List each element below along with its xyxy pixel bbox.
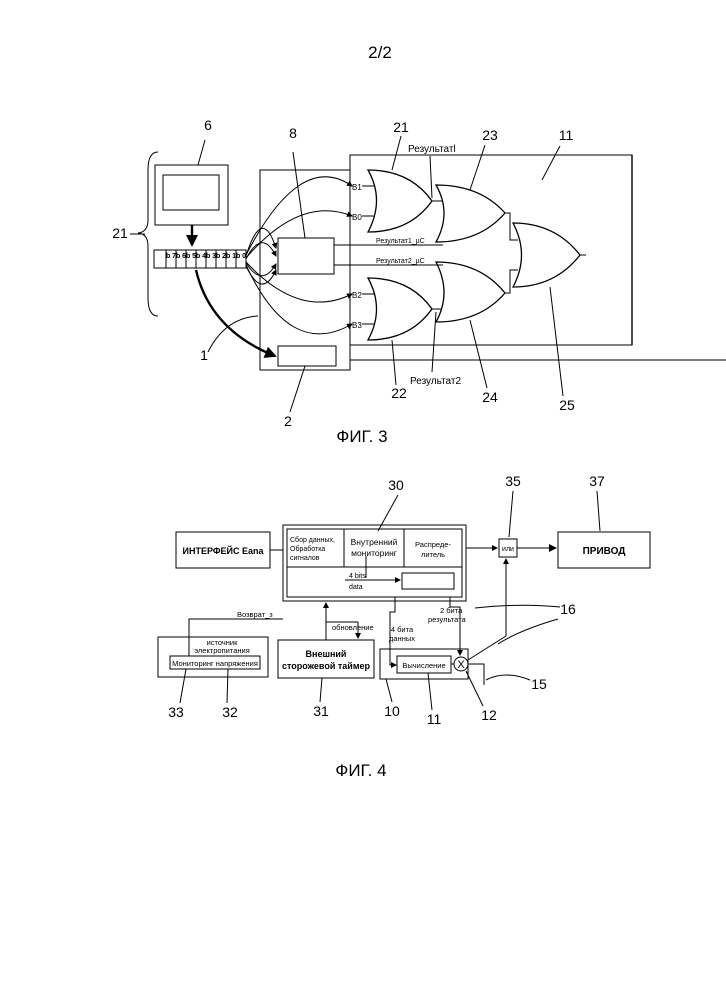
input-label-b1: B1 (352, 183, 362, 192)
data-collection-line: Сбор данных, (290, 536, 335, 544)
register-bit: b 2 (216, 253, 226, 260)
ref-37: 37 (589, 473, 605, 489)
gate-25 (513, 223, 580, 287)
return-label: Возврат_з (237, 610, 273, 619)
ref-25: 25 (559, 397, 575, 413)
data-collection-line: сигналов (290, 555, 320, 562)
ref-10: 10 (384, 703, 400, 719)
register-bit: b 6 (176, 253, 186, 260)
bits2-result-label: результата (428, 615, 467, 624)
internal-monitoring-label: Внутренний (351, 537, 398, 547)
bits2-result-label: 2 бита (440, 606, 463, 615)
watchdog-label: сторожевой таймер (282, 661, 370, 671)
ref-30: 30 (388, 477, 404, 493)
ref-31: 31 (313, 703, 329, 719)
register-bit: b 4 (196, 253, 206, 260)
drive-label: ПРИВОД (583, 546, 626, 557)
page-number: 2/2 (368, 43, 392, 62)
distributor-label: Распреде- (415, 540, 451, 549)
ref-24: 24 (482, 389, 498, 405)
voltage-monitoring-label: Мониторинг напряжения (172, 659, 258, 668)
register-bit: b 1 (226, 253, 236, 260)
update-label: обновление (332, 623, 374, 632)
data-collection-line: Обработка (290, 545, 325, 553)
gate-21 (368, 170, 432, 232)
bits-data-label: data (349, 584, 363, 591)
watchdog-label: Внешний (306, 649, 347, 659)
bits-data-label: 4 bits (349, 573, 366, 580)
figure-3: b 7 b 6 b 5 b 4 b 3 b 2 b 1 b 0 21 (112, 117, 726, 446)
block-6-screen (163, 175, 219, 210)
ref-35: 35 (505, 473, 521, 489)
block-8 (278, 238, 334, 274)
ref-16: 16 (560, 601, 576, 617)
register-bit: b 7 (166, 253, 176, 260)
distributor-label: литель (421, 550, 445, 559)
block-2 (278, 346, 336, 366)
gate-22 (368, 278, 432, 340)
figure-4-caption: ФИГ. 4 (335, 761, 386, 780)
bits4-data-label: 4 бита (391, 625, 414, 634)
result2-uc-label: Результат2_µC (376, 258, 425, 265)
leader-1 (208, 316, 258, 352)
ref-21-left: 21 (112, 225, 128, 241)
internal-monitoring-label: мониторинг (351, 548, 397, 558)
or-label: или (502, 546, 514, 553)
power-source-label: электропитания (194, 646, 250, 655)
leader-8 (293, 152, 305, 238)
multiplier-label: X (457, 659, 465, 671)
ref-32: 32 (222, 704, 238, 720)
ref-22: 22 (391, 385, 407, 401)
leader-2 (290, 366, 305, 412)
ref-1: 1 (200, 347, 208, 363)
ref-15: 15 (531, 676, 547, 692)
ref-6: 6 (204, 117, 212, 133)
figure-3-caption: ФИГ. 3 (336, 427, 387, 446)
watchdog-box (278, 640, 374, 678)
ref-33: 33 (168, 704, 184, 720)
calculation-label: Вычисление (402, 661, 445, 670)
ref-2: 2 (284, 413, 292, 429)
arrow-register-block2 (196, 270, 275, 356)
result1-label: Результатl (408, 144, 456, 155)
result2-label: Результат2 (410, 376, 461, 387)
figure-4: ИНТЕРФЕЙС Eana Сбор данных, Обработка си… (158, 473, 650, 780)
ref-21-top: 21 (393, 119, 409, 135)
interface-label: ИНТЕРФЕЙС Eana (182, 545, 264, 556)
register-bit: b 3 (206, 253, 216, 260)
input-label-b2: B2 (352, 291, 362, 300)
ref-8: 8 (289, 125, 297, 141)
gate-24 (436, 262, 505, 322)
register-bit: b 5 (186, 253, 196, 260)
ref-11: 11 (559, 127, 574, 143)
register-bit: b 0 (236, 253, 246, 260)
bits4-data-label: данных (389, 634, 415, 643)
ref-12: 12 (481, 707, 497, 723)
distributor-sub-box (402, 573, 454, 589)
ref-11-fig4: 11 (427, 711, 442, 727)
input-label-b0: B0 (352, 213, 362, 222)
ref-23: 23 (482, 127, 498, 143)
register: b 7 b 6 b 5 b 4 b 3 b 2 b 1 b 0 (154, 250, 246, 268)
input-label-b3: B3 (352, 321, 362, 330)
gate-23 (436, 185, 505, 242)
result1-uc-label: Результат1_µC (376, 238, 425, 245)
leader-6 (198, 140, 205, 165)
